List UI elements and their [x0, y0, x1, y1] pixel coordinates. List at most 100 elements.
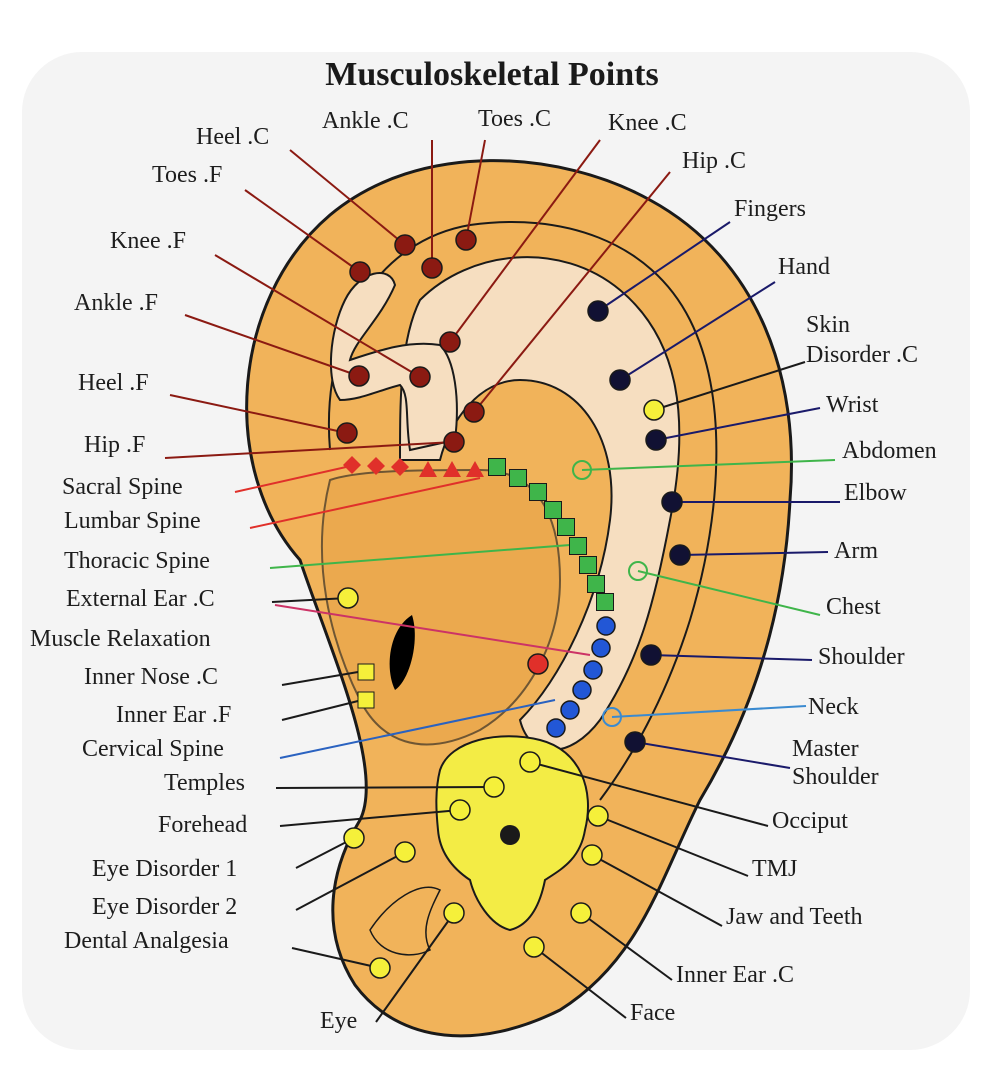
label-face: Face [630, 1000, 676, 1026]
thoracic-spine-mark-6 [579, 556, 597, 574]
elbow-point [661, 491, 683, 513]
sacral-spine-mark-1 [367, 457, 385, 475]
label-hip-f: Hip .F [84, 432, 146, 458]
jaw-teeth-point [581, 844, 603, 866]
label-heel-c: Heel .C [196, 124, 270, 150]
toes-c-point [455, 229, 477, 251]
inner-nose-c-leader [281, 671, 359, 686]
hip-f-point [443, 431, 465, 453]
face-profile [369, 886, 442, 956]
label-cervical-spine: Cervical Spine [82, 736, 224, 762]
skin-disorder-c-point [643, 399, 665, 421]
dental-analgesia-point [369, 957, 391, 979]
external-ear-c-point [337, 587, 359, 609]
thoracic-spine-mark-8 [596, 593, 614, 611]
jaw-teeth-leader [591, 854, 723, 927]
tmj-leader [597, 815, 749, 877]
shoulder-leader [650, 654, 813, 661]
thoracic-spine-mark-4 [557, 518, 575, 536]
label-neck: Neck [808, 694, 859, 720]
fingers-point [587, 300, 609, 322]
label-toes-c: Toes .C [478, 106, 551, 132]
hand-leader [619, 281, 776, 381]
label-forehead: Forehead [158, 812, 248, 838]
inner-ear-f-mark [357, 691, 375, 709]
label-master-2: Shoulder [792, 764, 879, 790]
label-eye-disorder-2: Eye Disorder 2 [92, 894, 238, 920]
lumbar-spine-mark-1 [443, 461, 461, 477]
label-wrist: Wrist [826, 392, 879, 418]
eye-disorder-2-point [394, 841, 416, 863]
eye-point [443, 902, 465, 924]
label-lumbar-spine: Lumbar Spine [64, 508, 201, 534]
inner-ear-c-leader [580, 912, 673, 981]
cervical-spine-mark-1-point [591, 638, 611, 658]
knee-c-leader [449, 139, 601, 343]
muscle-relaxation-leader [274, 604, 591, 656]
chest-hollow-point [628, 561, 648, 581]
occiput-point [519, 751, 541, 773]
occiput-leader [529, 761, 769, 827]
thoracic-spine-mark-7 [587, 575, 605, 593]
helix-rim [327, 221, 718, 801]
face-leader [533, 946, 627, 1019]
label-elbow: Elbow [844, 480, 907, 506]
label-ankle-f: Ankle .F [74, 290, 158, 316]
lumbar-spine-mark-0 [419, 461, 437, 477]
label-toes-f: Toes .F [152, 162, 223, 188]
ankle-c-point [421, 257, 443, 279]
label-knee-f: Knee .F [110, 228, 186, 254]
eye-disorder-1-point [343, 827, 365, 849]
hand-point [609, 369, 631, 391]
inner-ear-c-point [570, 902, 592, 924]
lumbar-spine-leader [249, 477, 481, 529]
fingers-leader [597, 221, 731, 312]
label-heel-f: Heel .F [78, 370, 149, 396]
label-sacral-spine: Sacral Spine [62, 474, 183, 500]
sacral-spine-mark-0 [343, 456, 361, 474]
hip-c-point [463, 401, 485, 423]
toes-f-leader [244, 189, 361, 273]
eye-disorder-1-leader [295, 837, 355, 869]
face-point [523, 936, 545, 958]
hip-f-leader [164, 441, 455, 459]
arm-leader [679, 551, 829, 556]
abdomen-dot-point [645, 429, 667, 451]
neck-leader [611, 705, 807, 718]
cervical-spine-mark-0-point [596, 616, 616, 636]
temples-leader [275, 786, 495, 789]
abdomen-dot-leader [655, 407, 821, 441]
knee-f-point [409, 366, 431, 388]
shoulder-point [640, 644, 662, 666]
heel-f-leader [169, 394, 348, 434]
lumbar-spine-mark-2 [466, 461, 484, 477]
thoracic-spine-mark-2 [529, 483, 547, 501]
label-hip-c: Hip .C [682, 148, 747, 174]
label-fingers: Fingers [734, 196, 806, 222]
label-tmj: TMJ [752, 856, 798, 882]
label-hand: Hand [778, 254, 830, 280]
inner-ear-f-leader [281, 699, 363, 721]
skull-eye-socket [500, 825, 520, 845]
skin-disorder-c-leader [653, 361, 806, 411]
label-temples: Temples [164, 770, 245, 796]
label-knee-c: Knee .C [608, 110, 687, 136]
abdomen-leader [581, 459, 836, 471]
label-inner-ear-f: Inner Ear .F [116, 702, 232, 728]
tmj-point [587, 805, 609, 827]
chest-leader [637, 570, 821, 616]
neck-hollow-point [602, 707, 622, 727]
label-master-1: Master [792, 736, 859, 762]
muscle-relaxation-point [527, 653, 549, 675]
label-skin-2: Disorder .C [806, 342, 918, 368]
heel-f-point [336, 422, 358, 444]
diagram-title: Musculoskeletal Points [325, 56, 659, 93]
label-arm: Arm [834, 538, 878, 564]
thoracic-spine-mark-1 [509, 469, 527, 487]
abdomen-hollow-point [572, 460, 592, 480]
sacral-spine-mark-2 [391, 458, 409, 476]
knee-f-leader [214, 254, 421, 378]
heel-c-point [394, 234, 416, 256]
toes-c-leader [465, 139, 486, 241]
